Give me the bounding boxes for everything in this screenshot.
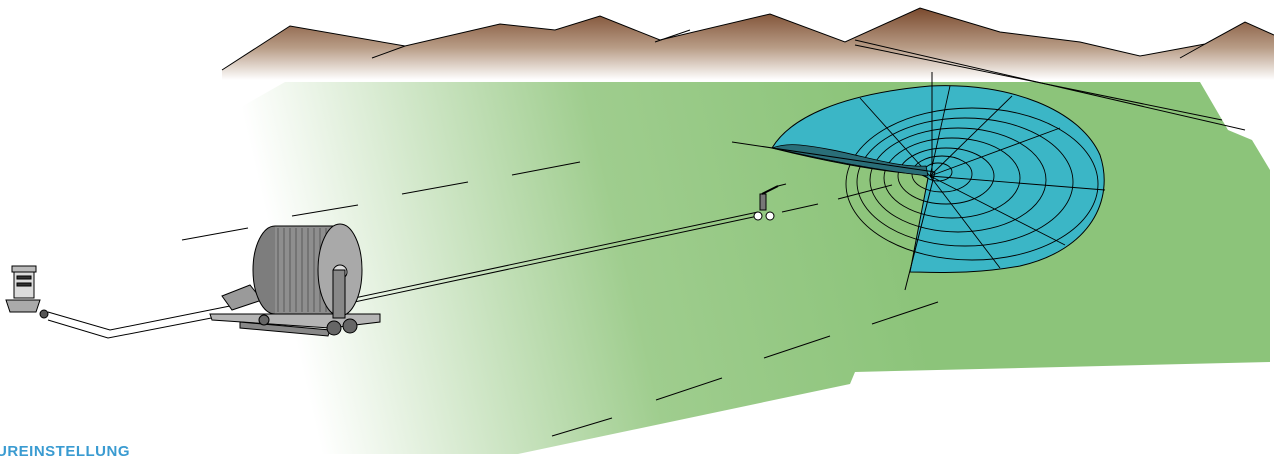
- section-heading: UREINSTELLUNG: [0, 443, 130, 460]
- hose-reel-icon: [209, 223, 381, 337]
- road-lines: [854, 39, 1246, 131]
- supply-hose: [47, 305, 233, 339]
- pe-hose: [344, 211, 759, 305]
- lane-marks: [181, 161, 939, 437]
- mountain-range: [221, 7, 1274, 80]
- spray-pattern: [731, 72, 1106, 291]
- sprinkler-gun-icon: [753, 183, 787, 221]
- hydrant-icon: [5, 265, 49, 319]
